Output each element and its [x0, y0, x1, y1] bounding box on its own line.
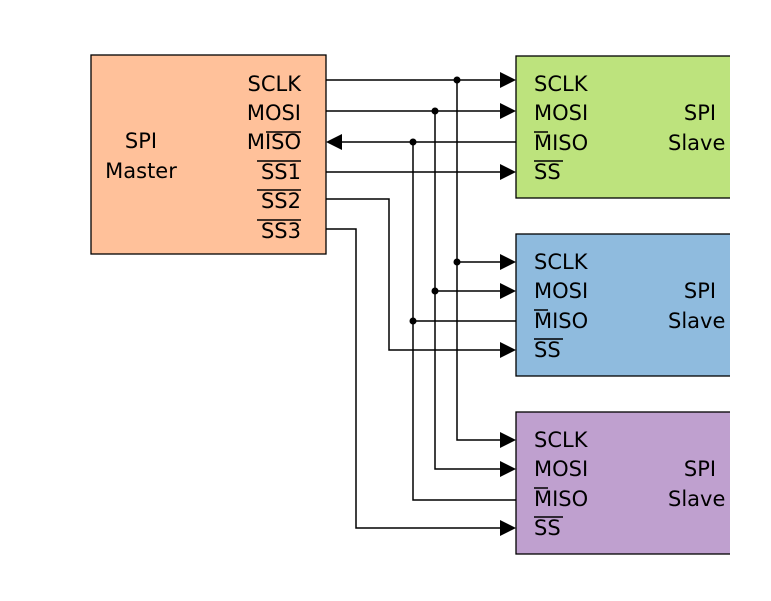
slave2-title-line1: SPI — [684, 279, 716, 303]
junction-sclk-1 — [453, 76, 461, 84]
slave1-pin-mosi: MOSI — [534, 101, 588, 125]
spi-slave-block-2: SCLK MOSI MISO SS SPI Slave — [515, 233, 730, 377]
bus-wires — [326, 79, 516, 529]
arrow-mosi-slave2 — [500, 283, 516, 299]
arrow-ss2-slave2 — [500, 342, 516, 358]
wire-miso-trunk — [412, 142, 516, 501]
spi-slave-block-1: SCLK MOSI MISO SS SPI Slave — [515, 55, 730, 199]
slave-box-2 — [515, 233, 730, 377]
slave1-title-line2: Slave — [668, 131, 725, 155]
arrowheads — [326, 72, 516, 536]
slave1-pin-ss: SS — [534, 160, 561, 184]
master-pin-ss3: SS3 — [261, 219, 301, 243]
slave1-title-line1: SPI — [684, 101, 716, 125]
master-box — [90, 54, 327, 255]
master-title-line2: Master — [105, 159, 177, 183]
master-pin-ss2: SS2 — [261, 189, 301, 213]
slave2-pin-ss: SS — [534, 338, 561, 362]
slave2-title-line2: Slave — [668, 309, 725, 333]
junction-mosi-2 — [431, 287, 439, 295]
junction-dots — [409, 76, 461, 325]
master-title-line1: SPI — [125, 129, 157, 153]
slave1-pin-miso: MISO — [534, 131, 588, 155]
slave2-pin-sclk: SCLK — [534, 250, 589, 274]
spi-slave-block-3: SCLK MOSI MISO SS SPI Slave — [515, 411, 730, 555]
arrow-ss1-slave1 — [500, 164, 516, 180]
slave3-pin-sclk: SCLK — [534, 428, 589, 452]
slave3-pin-ss: SS — [534, 516, 561, 540]
arrow-miso-master — [326, 134, 342, 150]
slave-box-1 — [515, 55, 730, 199]
junction-sclk-2 — [453, 258, 461, 266]
junction-miso-2 — [409, 317, 417, 325]
slave3-title-line2: Slave — [668, 487, 725, 511]
slave-box-3 — [515, 411, 730, 555]
wire-mosi-trunk — [434, 111, 500, 470]
slave2-pin-miso: MISO — [534, 309, 588, 333]
master-pin-sclk: SCLK — [248, 72, 303, 96]
master-pin-ss1: SS1 — [261, 160, 301, 184]
wire-sclk-trunk — [456, 80, 500, 441]
slave3-title-line1: SPI — [684, 457, 716, 481]
wire-ss3 — [326, 228, 500, 529]
arrow-sclk-slave2 — [500, 254, 516, 270]
master-pin-miso: MISO — [247, 130, 301, 154]
arrow-sclk-slave3 — [500, 432, 516, 448]
arrow-sclk-slave1 — [500, 72, 516, 88]
master-pin-mosi: MOSI — [247, 101, 301, 125]
slave3-pin-miso: MISO — [534, 487, 588, 511]
slave1-pin-sclk: SCLK — [534, 72, 589, 96]
slave2-pin-mosi: MOSI — [534, 279, 588, 303]
arrow-mosi-slave1 — [500, 103, 516, 119]
junction-mosi-1 — [431, 107, 439, 115]
spi-master-block: SPI Master SCLK MOSI MISO SS1 SS2 SS3 — [90, 54, 327, 255]
arrow-mosi-slave3 — [500, 461, 516, 477]
wire-ss2 — [326, 198, 500, 351]
junction-miso-1 — [409, 138, 417, 146]
arrow-ss3-slave3 — [500, 520, 516, 536]
slave3-pin-mosi: MOSI — [534, 457, 588, 481]
